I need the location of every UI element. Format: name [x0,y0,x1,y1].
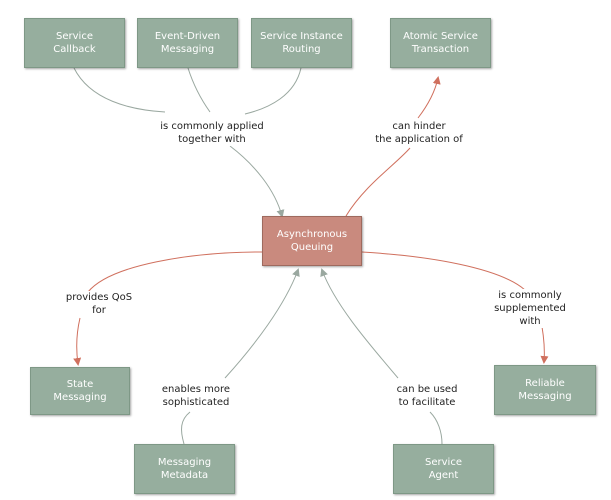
connector-can-hinder [345,78,438,217]
relation-label-can-be-used: can be used to facilitate [394,383,460,409]
node-atomic-service-transaction[interactable]: Atomic Service Transaction [390,18,491,68]
relation-label-commonly-supplemented: is commonly supplemented with [489,289,571,328]
node-service-instance-routing[interactable]: Service Instance Routing [251,18,352,68]
relation-label-provides-qos: provides QoS for [63,291,135,317]
connector-can-be-used [429,411,443,445]
node-messaging-metadata[interactable]: Messaging Metadata [134,444,235,494]
node-reliable-messaging[interactable]: Reliable Messaging [494,365,596,415]
connector-event-driven-messaging [187,67,211,113]
connector-service-callback [73,67,166,113]
connector-provides-qos [77,251,263,364]
connector-enables-more-to-queuing [224,268,300,379]
relation-label-can-hinder: can hinder the application of [373,120,465,146]
connector-service-instance-routing [244,67,302,115]
node-asynchronous-queuing[interactable]: Asynchronous Queuing [262,216,362,266]
connector-enables-more [181,411,191,445]
node-event-driven-messaging[interactable]: Event-Driven Messaging [137,18,238,68]
connector-commonly-applied-to-queuing [229,145,285,218]
connector-can-be-used-to-queuing [320,268,399,379]
node-service-callback[interactable]: Service Callback [24,18,125,68]
relation-label-enables-more: enables more sophisticated [159,383,233,409]
node-service-agent[interactable]: Service Agent [393,444,494,494]
relation-label-commonly-applied: is commonly applied together with [158,120,266,146]
node-state-messaging[interactable]: State Messaging [30,367,130,415]
